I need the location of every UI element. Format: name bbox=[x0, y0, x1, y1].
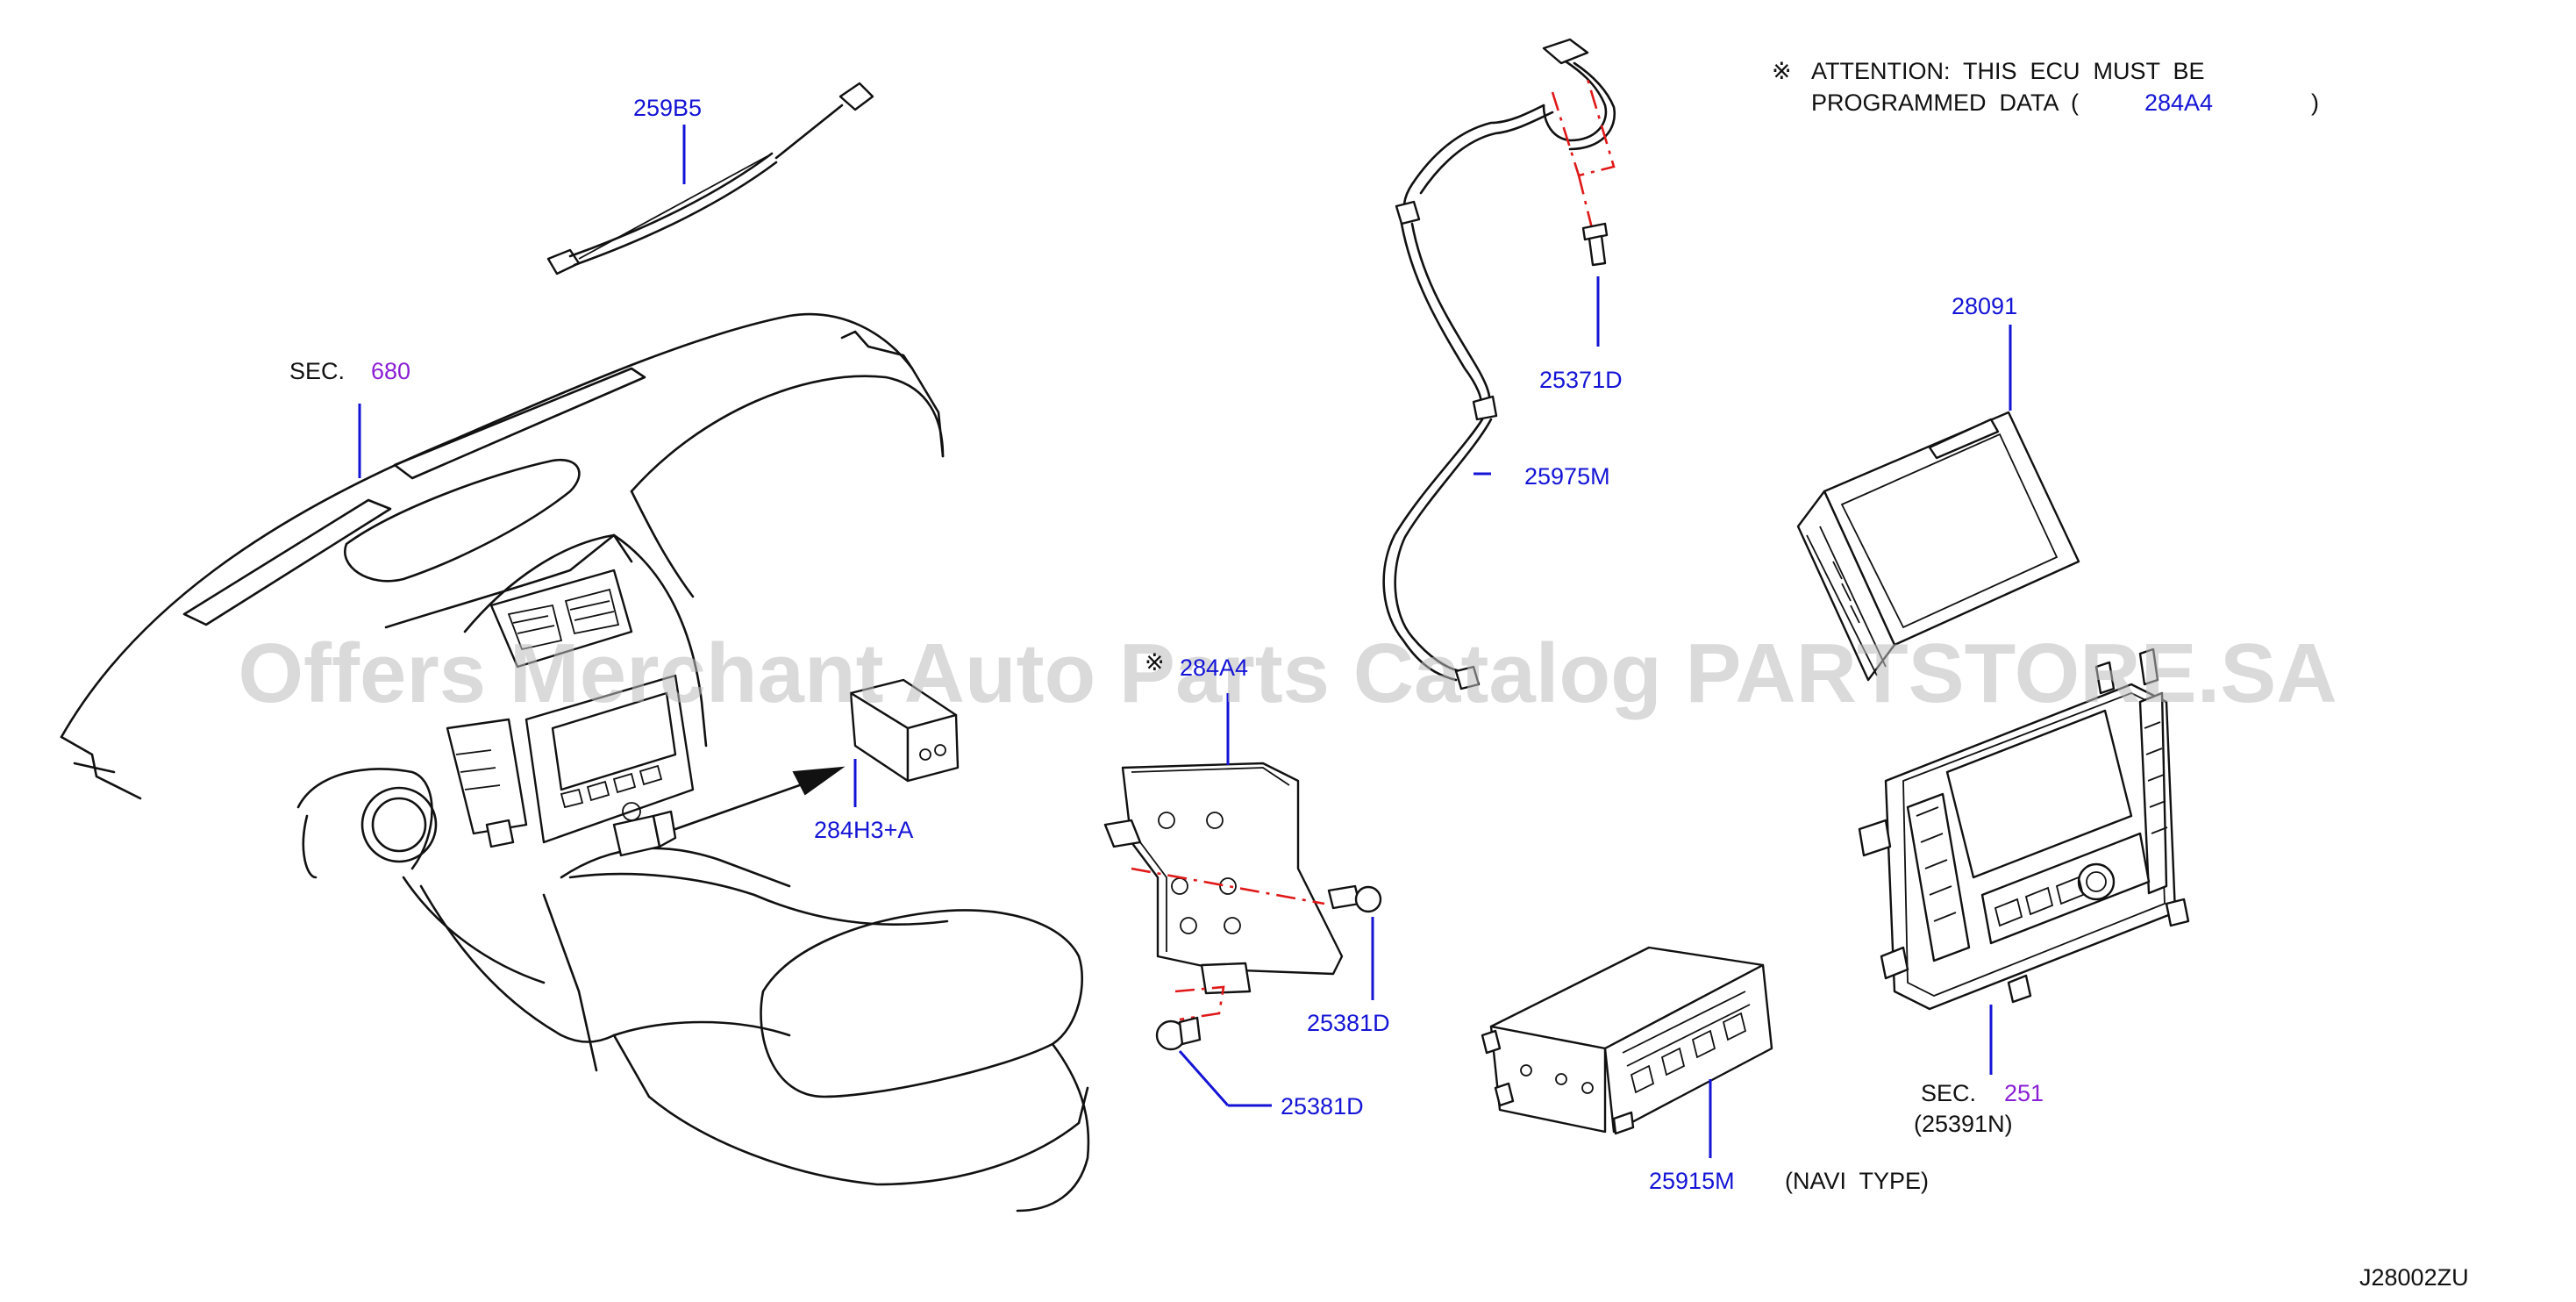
display-28091-drawing bbox=[1796, 411, 2080, 682]
leader-lines bbox=[358, 125, 2012, 1158]
attention-part-number: 284A4 bbox=[2144, 89, 2213, 116]
part-label-259b5[interactable]: 259B5 bbox=[633, 95, 702, 121]
part-label-25381d-upper[interactable]: 25381D bbox=[1307, 1010, 1390, 1036]
navi-unit-25915m-drawing bbox=[1481, 946, 1773, 1135]
attention-line-2-suffix: ) bbox=[2311, 89, 2319, 116]
section-label-680[interactable]: 680 bbox=[371, 358, 410, 384]
part-label-25381d-lower[interactable]: 25381D bbox=[1281, 1093, 1364, 1120]
part-label-25391n: (25391N) bbox=[1914, 1111, 2013, 1137]
attention-line-1: ATTENTION: THIS ECU MUST BE bbox=[1811, 58, 2205, 84]
navi-type-note: (NAVI TYPE) bbox=[1785, 1168, 1929, 1194]
attention-mark: ※ bbox=[1772, 58, 1792, 84]
part-label-25371d[interactable]: 25371D bbox=[1539, 367, 1623, 393]
watermark-text: Offers Merchant Auto Parts Catalog PARTS… bbox=[238, 626, 2337, 720]
section-label-680-prefix: SEC. bbox=[289, 358, 345, 384]
section-label-251[interactable]: 251 bbox=[2004, 1080, 2044, 1106]
part-label-284h3a[interactable]: 284H3+A bbox=[814, 817, 913, 843]
diagram-code: J28002ZU bbox=[2359, 1264, 2469, 1291]
dashboard-assembly-drawing bbox=[60, 312, 1090, 1213]
section-label-251-prefix: SEC. bbox=[1921, 1080, 1976, 1106]
front-panel-25391n-drawing bbox=[1858, 647, 2190, 1011]
ecu-284a4-drawing bbox=[1103, 762, 1382, 1051]
part-25975m-drawing bbox=[1382, 38, 1616, 690]
part-label-28091[interactable]: 28091 bbox=[1952, 293, 2017, 319]
part-label-25975m[interactable]: 25975M bbox=[1524, 463, 1610, 490]
part-label-284a4-mark: ※ bbox=[1145, 649, 1165, 676]
module-284h3a-drawing bbox=[849, 678, 960, 783]
part-259b5-drawing bbox=[546, 82, 874, 275]
attention-note: ※ ATTENTION: THIS ECU MUST BE PROGRAMMED… bbox=[1772, 58, 2319, 116]
attention-line-2-prefix: PROGRAMMED DATA ( bbox=[1811, 89, 2079, 116]
part-label-284a4[interactable]: 284A4 bbox=[1180, 655, 1248, 681]
part-label-25915m[interactable]: 25915M bbox=[1649, 1168, 1735, 1194]
pointer-arrow bbox=[674, 766, 846, 831]
